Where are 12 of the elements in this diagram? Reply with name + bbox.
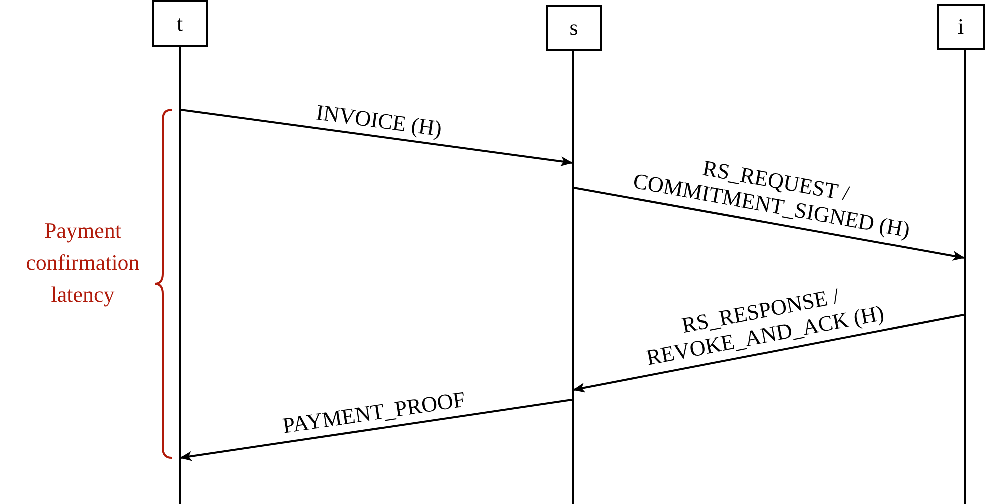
- lifeline: [572, 51, 574, 504]
- message-arrow: [180, 109, 573, 166]
- participant-box: s: [546, 5, 602, 51]
- message-label: INVOICE (H): [314, 99, 444, 142]
- message-arrow: [573, 314, 964, 393]
- lifeline: [179, 47, 181, 504]
- annotation-label: Payment confirmation latency: [25, 217, 141, 309]
- message-arrow: [180, 399, 572, 462]
- lifeline: [964, 50, 966, 504]
- participant-box: t: [152, 0, 208, 47]
- participant-box: i: [937, 4, 985, 50]
- message-arrow: [574, 187, 965, 261]
